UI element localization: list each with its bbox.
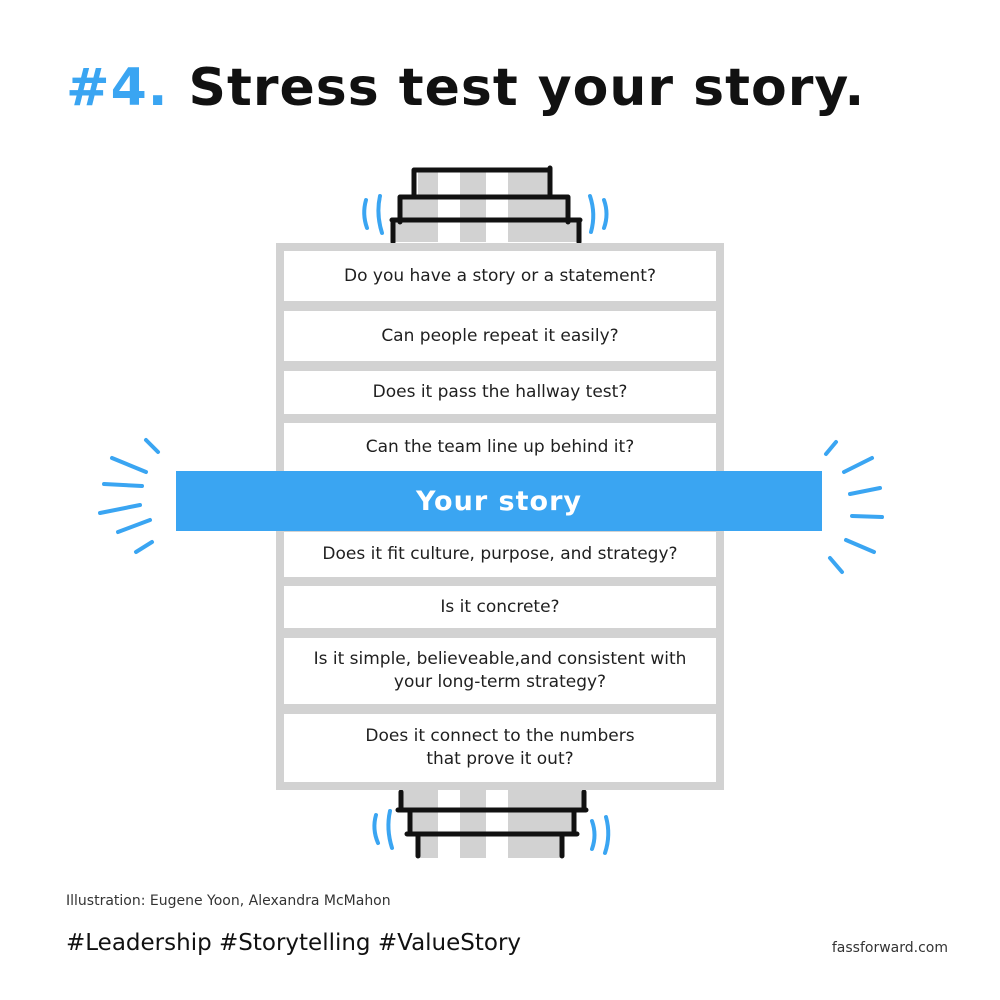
vibration-lines-top-icon xyxy=(362,194,609,235)
question-row: Does it connect to the numbers that prov… xyxy=(284,714,716,782)
vice-clamp-top-icon xyxy=(389,165,583,245)
question-row: Does it fit culture, purpose, and strate… xyxy=(284,532,716,577)
question-row: Is it concrete? xyxy=(284,586,716,628)
vice-clamp-bottom-icon xyxy=(395,789,589,859)
question-row: Do you have a story or a statement? xyxy=(284,251,716,301)
website-link[interactable]: fassforward.com xyxy=(831,940,948,956)
page-title: #4. Stress test your story. xyxy=(66,52,865,124)
title-text: Stress test your story. xyxy=(188,58,866,118)
question-row: Can the team line up behind it? xyxy=(284,423,716,471)
pressure-lines-right-icon xyxy=(824,440,884,574)
title-number: #4. xyxy=(66,58,169,118)
vibration-lines-bottom-icon xyxy=(372,809,611,855)
question-row: Can people repeat it easily? xyxy=(284,311,716,361)
hashtags: #Leadership #Storytelling #ValueStory xyxy=(66,930,522,956)
question-row: Is it simple, believeable,and consistent… xyxy=(284,638,716,704)
your-story-band: Your story xyxy=(176,471,822,531)
illustration-credit: Illustration: Eugene Yoon, Alexandra McM… xyxy=(66,893,391,909)
question-row: Does it pass the hallway test? xyxy=(284,371,716,414)
pressure-lines-left-icon xyxy=(98,438,160,554)
